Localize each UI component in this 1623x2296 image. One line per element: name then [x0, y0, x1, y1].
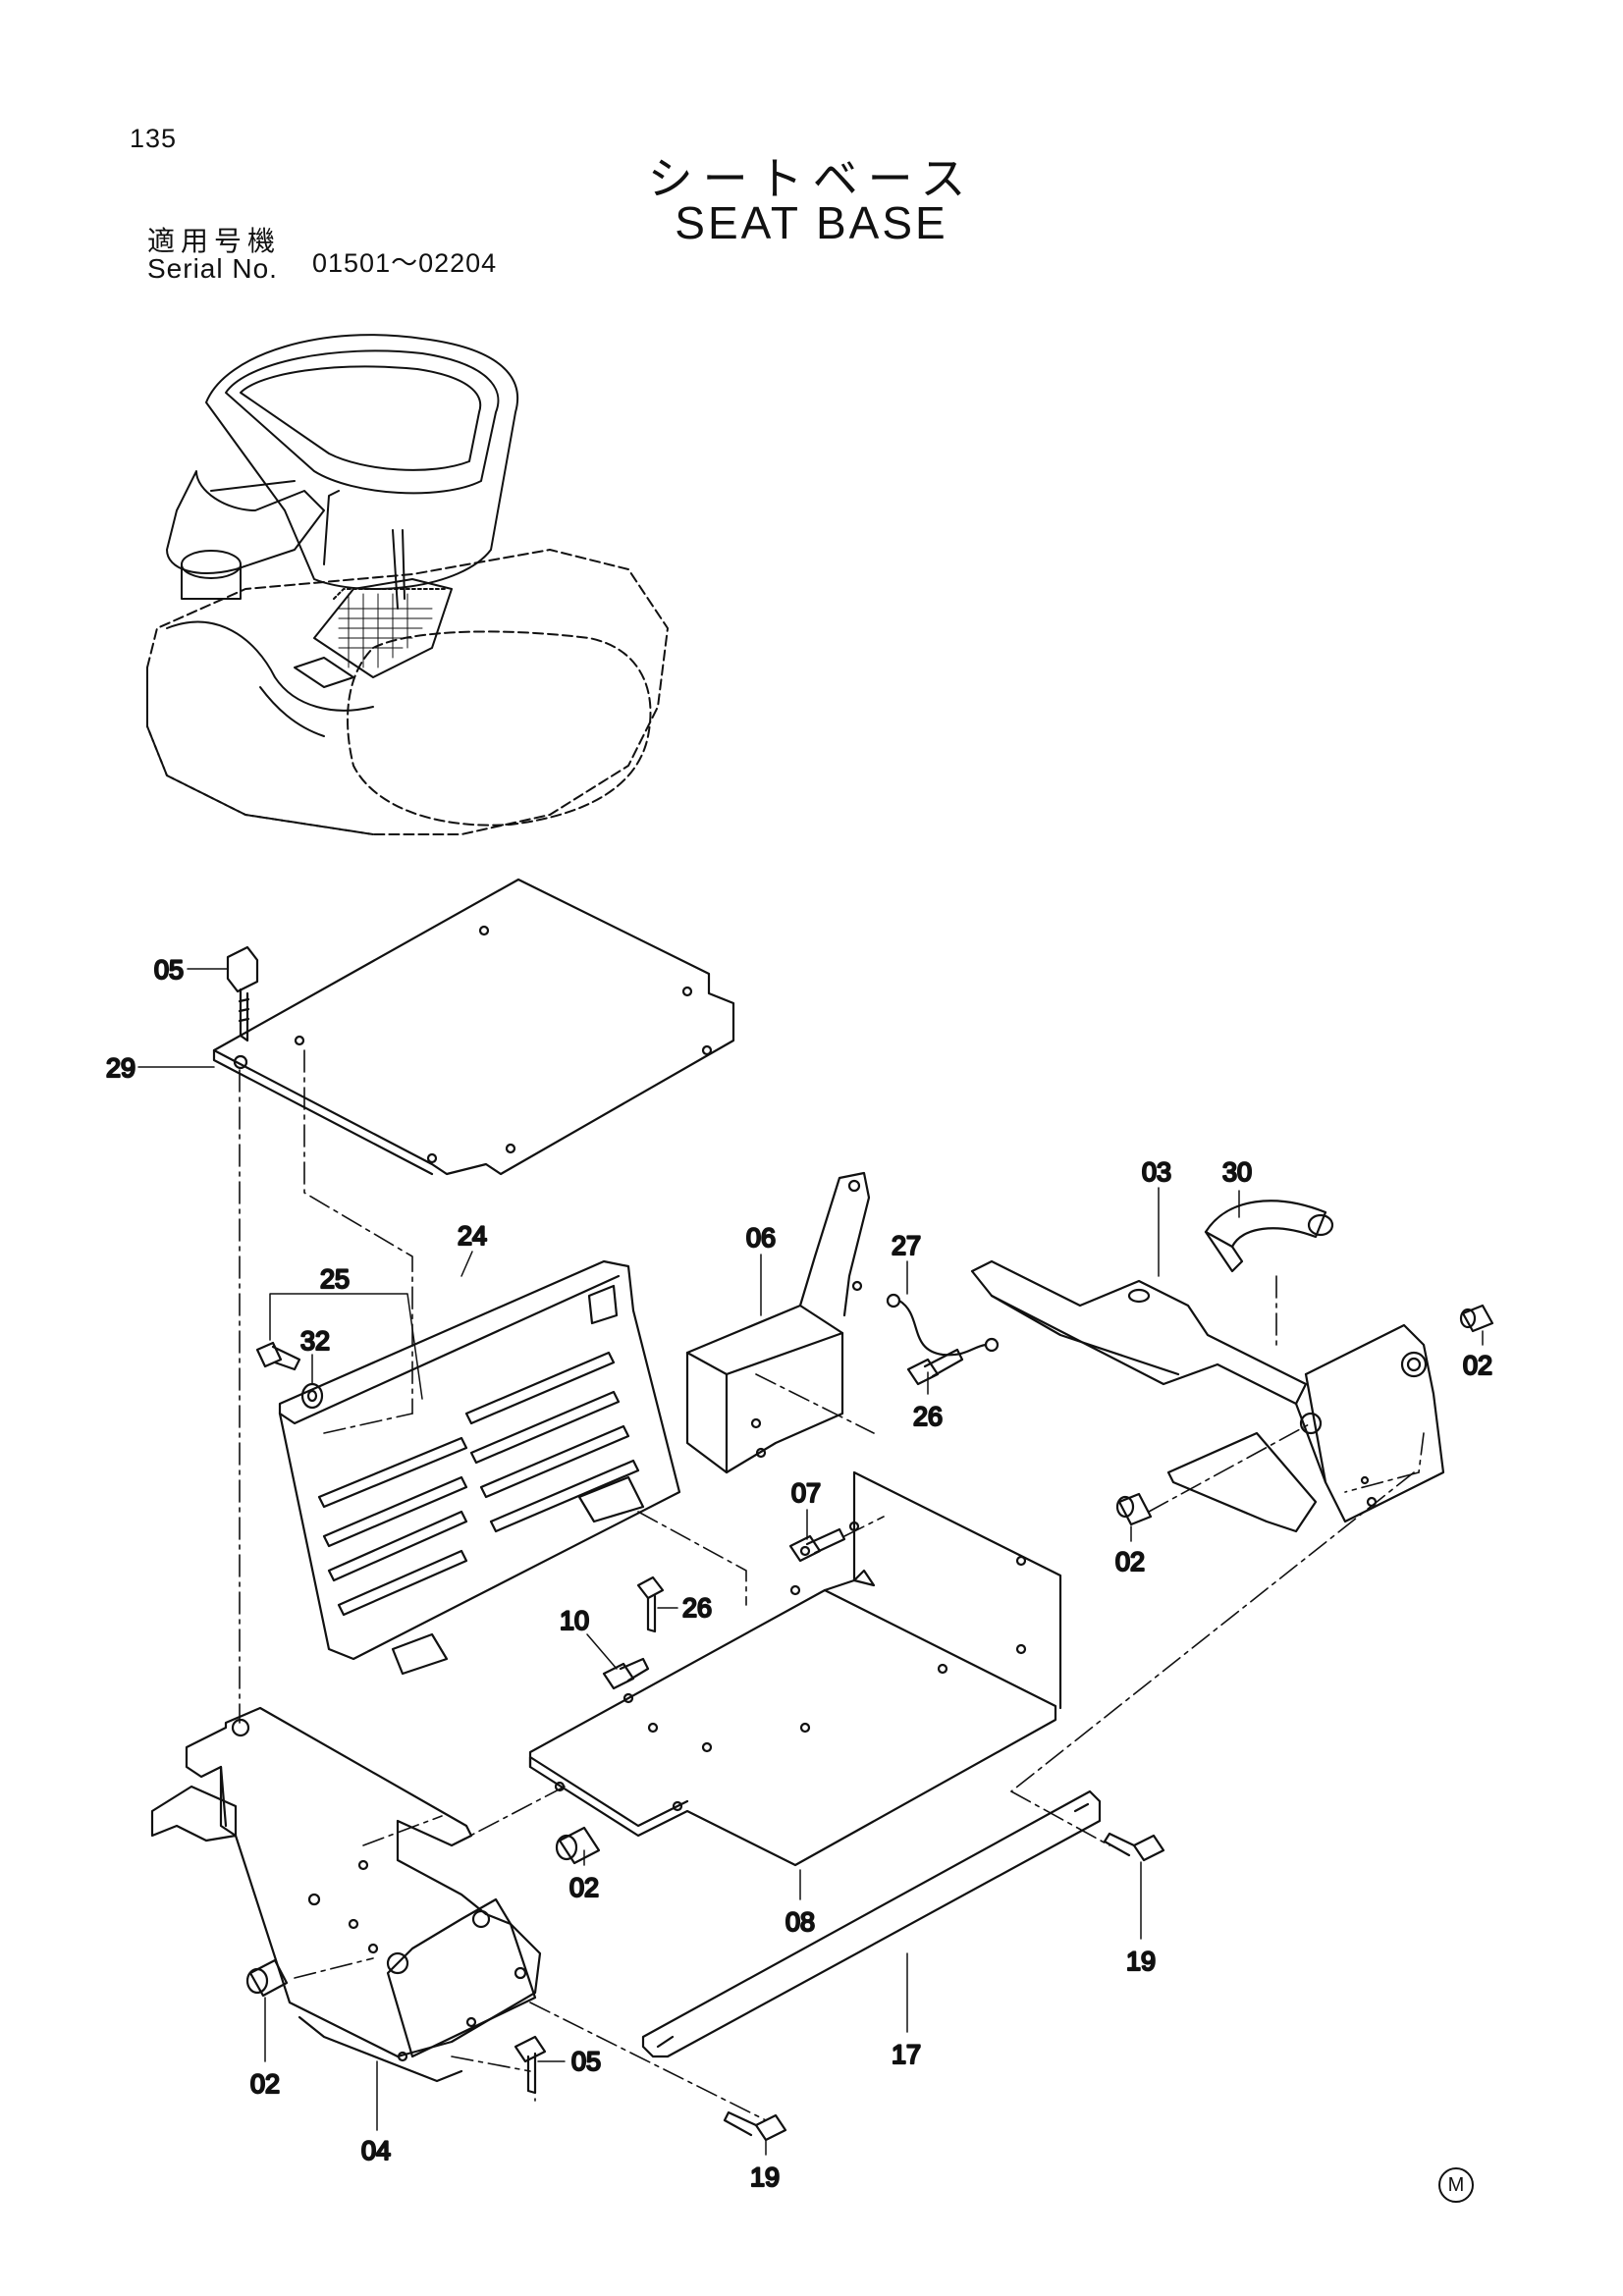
- callout-06: 06: [746, 1223, 776, 1253]
- part-24-grille-panel: [278, 1259, 681, 1676]
- page-number: 135: [130, 124, 178, 153]
- callout-25: 25: [320, 1264, 350, 1294]
- callout-10: 10: [560, 1606, 589, 1635]
- callout-26: 26: [682, 1593, 712, 1623]
- callout-19: 19: [750, 2163, 780, 2192]
- callout-02: 02: [250, 2069, 280, 2099]
- callout-05: 05: [154, 955, 184, 985]
- callout-24: 24: [458, 1221, 487, 1251]
- callout-07: 07: [791, 1478, 821, 1508]
- callout-32: 32: [300, 1326, 330, 1356]
- callout-26: 26: [913, 1402, 943, 1431]
- callout-05: 05: [571, 2047, 601, 2076]
- callout-03: 03: [1142, 1157, 1171, 1187]
- fasteners: [226, 945, 1494, 2142]
- serial-label-english: Serial No.: [147, 253, 278, 284]
- assembly-centerlines: [239, 1049, 1425, 2121]
- callout-04: 04: [361, 2136, 391, 2165]
- part-08-seat-base-pan: [528, 1470, 1062, 1867]
- part-27-wire: [886, 1293, 1000, 1357]
- serial-range: 01501～02204: [312, 248, 498, 278]
- part-30-clip: [1204, 1200, 1334, 1273]
- circled-m-mark: M: [1438, 2167, 1474, 2203]
- callout-08: 08: [785, 1907, 815, 1937]
- callout-02: 02: [569, 1873, 599, 1902]
- part-17-support-bar: [641, 1789, 1102, 2058]
- title-japanese: シートベース: [647, 152, 976, 205]
- part-06-relay-box: [685, 1171, 871, 1474]
- part-29-top-plate: [212, 878, 735, 1176]
- callout-02: 02: [1463, 1351, 1492, 1380]
- callout-17: 17: [892, 2040, 921, 2069]
- part-04-left-bracket: [150, 1706, 542, 2083]
- callout-29: 29: [106, 1053, 135, 1083]
- callout-02: 02: [1115, 1547, 1145, 1576]
- leader-lines: [137, 968, 1484, 2156]
- serial-label-japanese: 適用号機: [147, 225, 282, 257]
- callout-27: 27: [892, 1231, 921, 1260]
- callout-30: 30: [1222, 1157, 1252, 1187]
- machine-overview-illustration: [146, 334, 669, 835]
- callout-19: 19: [1126, 1947, 1156, 1976]
- part-03-right-bracket: [970, 1259, 1445, 1533]
- title-english: SEAT BASE: [675, 197, 948, 248]
